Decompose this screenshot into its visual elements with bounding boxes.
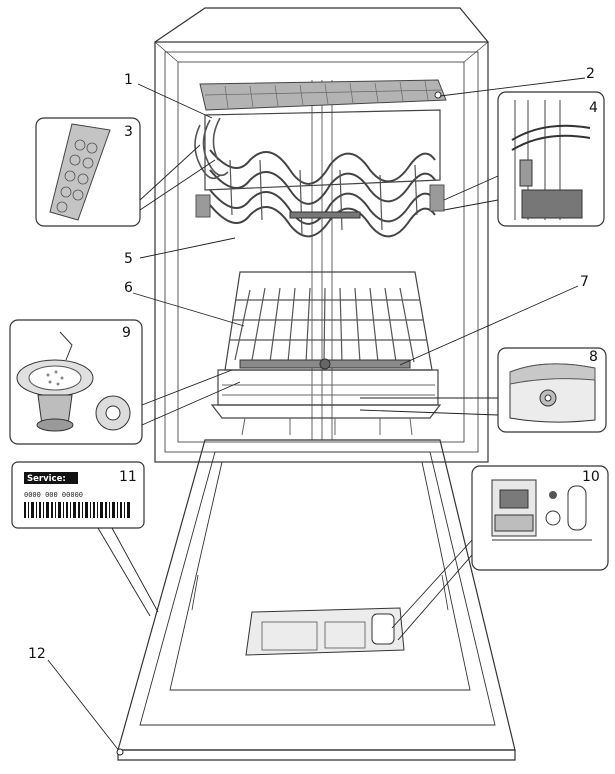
callout-9: 9 <box>122 325 131 341</box>
lower-spray-arm <box>239 358 411 370</box>
callout-10: 10 <box>582 469 600 485</box>
inset-detergent-dispenser <box>471 465 609 571</box>
lower-rack-base <box>222 384 435 436</box>
lower-rack <box>210 271 442 419</box>
door-latch-dot <box>116 748 124 756</box>
upper-spray-arm <box>289 211 361 219</box>
inset-cutlery-tray-detail <box>35 117 141 227</box>
callout-3: 3 <box>124 124 133 140</box>
inset-salt-dispenser <box>497 347 607 433</box>
upper-rack-tines <box>229 159 418 236</box>
service-label-bg <box>24 472 78 484</box>
callout-6: 6 <box>124 280 133 296</box>
callout-2: 2 <box>586 66 595 82</box>
wash-tubes <box>311 80 333 440</box>
service-label: Service: <box>27 474 66 484</box>
inset-rack-adjuster <box>497 91 605 227</box>
detergent-dispenser-on-door <box>245 607 405 656</box>
callout-7: 7 <box>580 274 589 290</box>
cutlery-basket-side <box>194 117 229 180</box>
inset-filter-assembly <box>9 319 143 445</box>
upper-rack-rails <box>195 184 445 218</box>
door <box>117 439 516 761</box>
callout-5: 5 <box>124 251 133 267</box>
leader-lines <box>47 77 586 753</box>
service-code: 0000 000 00000 <box>24 491 83 499</box>
inset-rating-plate: Service: 0000 000 00000 <box>11 461 145 529</box>
barcode <box>24 502 130 518</box>
callout-11: 11 <box>119 469 137 485</box>
callout-1: 1 <box>124 72 133 88</box>
callout-8: 8 <box>589 349 598 365</box>
cutlery-tray <box>199 79 447 111</box>
lower-rack-tines <box>229 287 427 363</box>
callout-4: 4 <box>589 100 598 116</box>
callout-12: 12 <box>28 646 46 662</box>
upper-rack <box>204 109 441 238</box>
